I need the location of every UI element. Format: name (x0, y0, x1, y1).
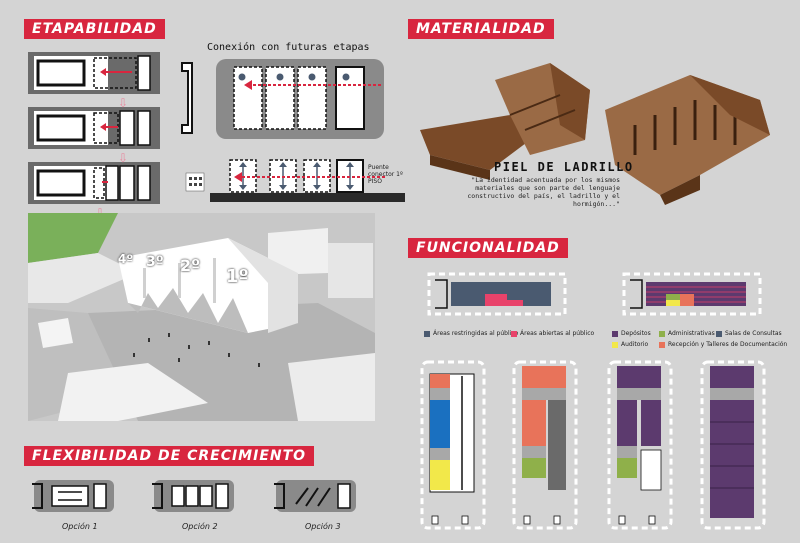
flex-option-2-label: Opción 2 (182, 522, 218, 531)
legend-administrativas: Administrativas (659, 330, 715, 337)
legend-swatch-salas (716, 330, 722, 337)
massing-render (28, 213, 375, 421)
materialidad-title: MATERIALIDAD (408, 19, 554, 39)
conexion-plan-diagram (181, 59, 384, 139)
puente-label: Puente conector 1º PISO (368, 164, 403, 185)
legend-recepcion: Recepción y Talleres de Documentación (659, 341, 787, 348)
legend-auditorio: Auditorio (612, 341, 648, 348)
legend-swatch-auditorio (612, 341, 618, 348)
etapabilidad-phase-diagrams (28, 52, 160, 204)
phase-2-diagram (28, 107, 160, 149)
legend-abiertas: Áreas abiertas al público (511, 330, 594, 337)
legend-restringidas: Áreas restringidas al público (424, 330, 518, 337)
flex-option-2-diagram (152, 480, 234, 512)
legend-salas: Salas de Consultas (716, 330, 782, 337)
conexion-label: Conexión con futuras etapas (207, 42, 370, 53)
phase-arrow-1: ⇩ (118, 96, 129, 110)
flex-option-3-diagram (274, 480, 356, 512)
phase-1-diagram (28, 52, 160, 94)
floor-plan-1 (420, 360, 486, 530)
stage-label-2: 2º (180, 256, 201, 275)
brick-skin-render (420, 63, 770, 205)
phase-arrow-2: ⇩ (118, 151, 129, 165)
floor-plan-2 (512, 360, 578, 530)
floor-plan-4 (700, 360, 766, 530)
floor-plan-3 (607, 360, 673, 530)
piel-title: PIEL DE LADRILLO (494, 160, 634, 174)
legend-depositos: Depósitos (612, 330, 651, 337)
legend-swatch-abiertas (511, 330, 517, 337)
stage-label-3: 3º (146, 254, 164, 270)
flex-option-1-label: Opción 1 (62, 522, 98, 531)
flex-option-3-label: Opción 3 (305, 522, 341, 531)
legend-label-abiertas: Áreas abiertas al público (520, 330, 595, 337)
flex-option-1-diagram (32, 480, 114, 512)
legend-label-recepcion: Recepción y Talleres de Documentación (668, 341, 788, 348)
etapabilidad-title: ETAPABILIDAD (24, 19, 165, 39)
phase-3-diagram (28, 162, 160, 204)
flexibilidad-title: FLEXIBILIDAD DE CRECIMIENTO (24, 446, 315, 466)
legend-label-restringidas: Áreas restringidas al público (433, 330, 519, 337)
legend-swatch-depositos (612, 330, 618, 337)
legend-label-auditorio: Auditorio (621, 341, 649, 348)
stage-label-4: 4º (118, 252, 134, 266)
legend-label-depositos: Depósitos (621, 330, 651, 337)
materialidad-quote: "La identidad acentuada por los mismos m… (467, 176, 620, 208)
funcionalidad-title: FUNCIONALIDAD (408, 238, 568, 258)
conexion-section-diagram (185, 159, 405, 202)
funcionalidad-public-private-diagram (427, 272, 567, 316)
legend-label-administrativas: Administrativas (668, 330, 715, 337)
legend-swatch-recepcion (659, 341, 665, 348)
legend-swatch-administrativas (659, 330, 665, 337)
legend-swatch-restringidas (424, 330, 430, 337)
legend-label-salas: Salas de Consultas (725, 330, 782, 337)
funcionalidad-program-diagram (622, 272, 762, 316)
stage-label-1: 1º (226, 266, 249, 287)
